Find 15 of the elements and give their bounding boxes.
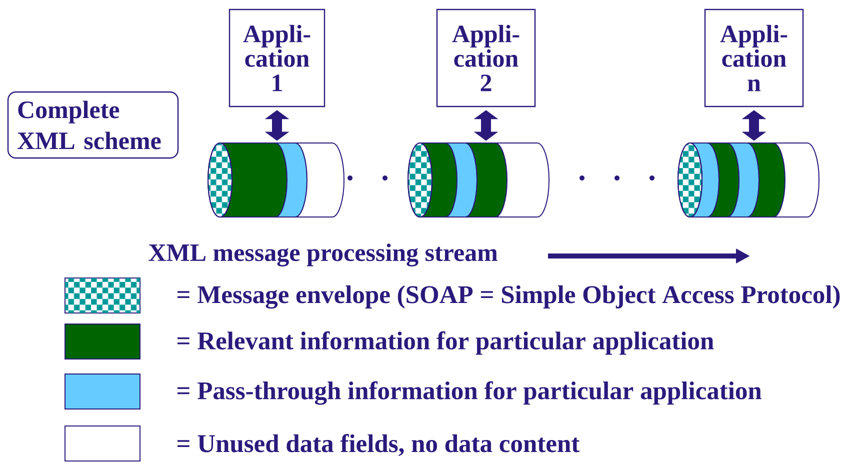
double-arrow [742,110,766,141]
stream-label: XML message processing stream [148,244,498,266]
legend-text: = Unused data fields, no data content [177,434,580,456]
double-arrow [264,110,290,141]
message-cylinder [208,142,344,218]
message-cylinder [408,142,550,218]
double-arrow [474,110,498,141]
legend-text: = Relevant information for particular application [177,331,714,355]
application-box: Appli- cation 1 [228,8,326,108]
legend-text: = Pass-through information for particular application [177,381,762,405]
rounded-text-box: Complete XML scheme [7,91,179,159]
application-box: Appli- cation 2 [436,8,536,108]
application-box: Appli- cation n [704,8,804,108]
message-cylinder [678,142,820,218]
legend-text: = Message envelope (SOAP = Simple Object Access Protocol) [177,285,840,309]
